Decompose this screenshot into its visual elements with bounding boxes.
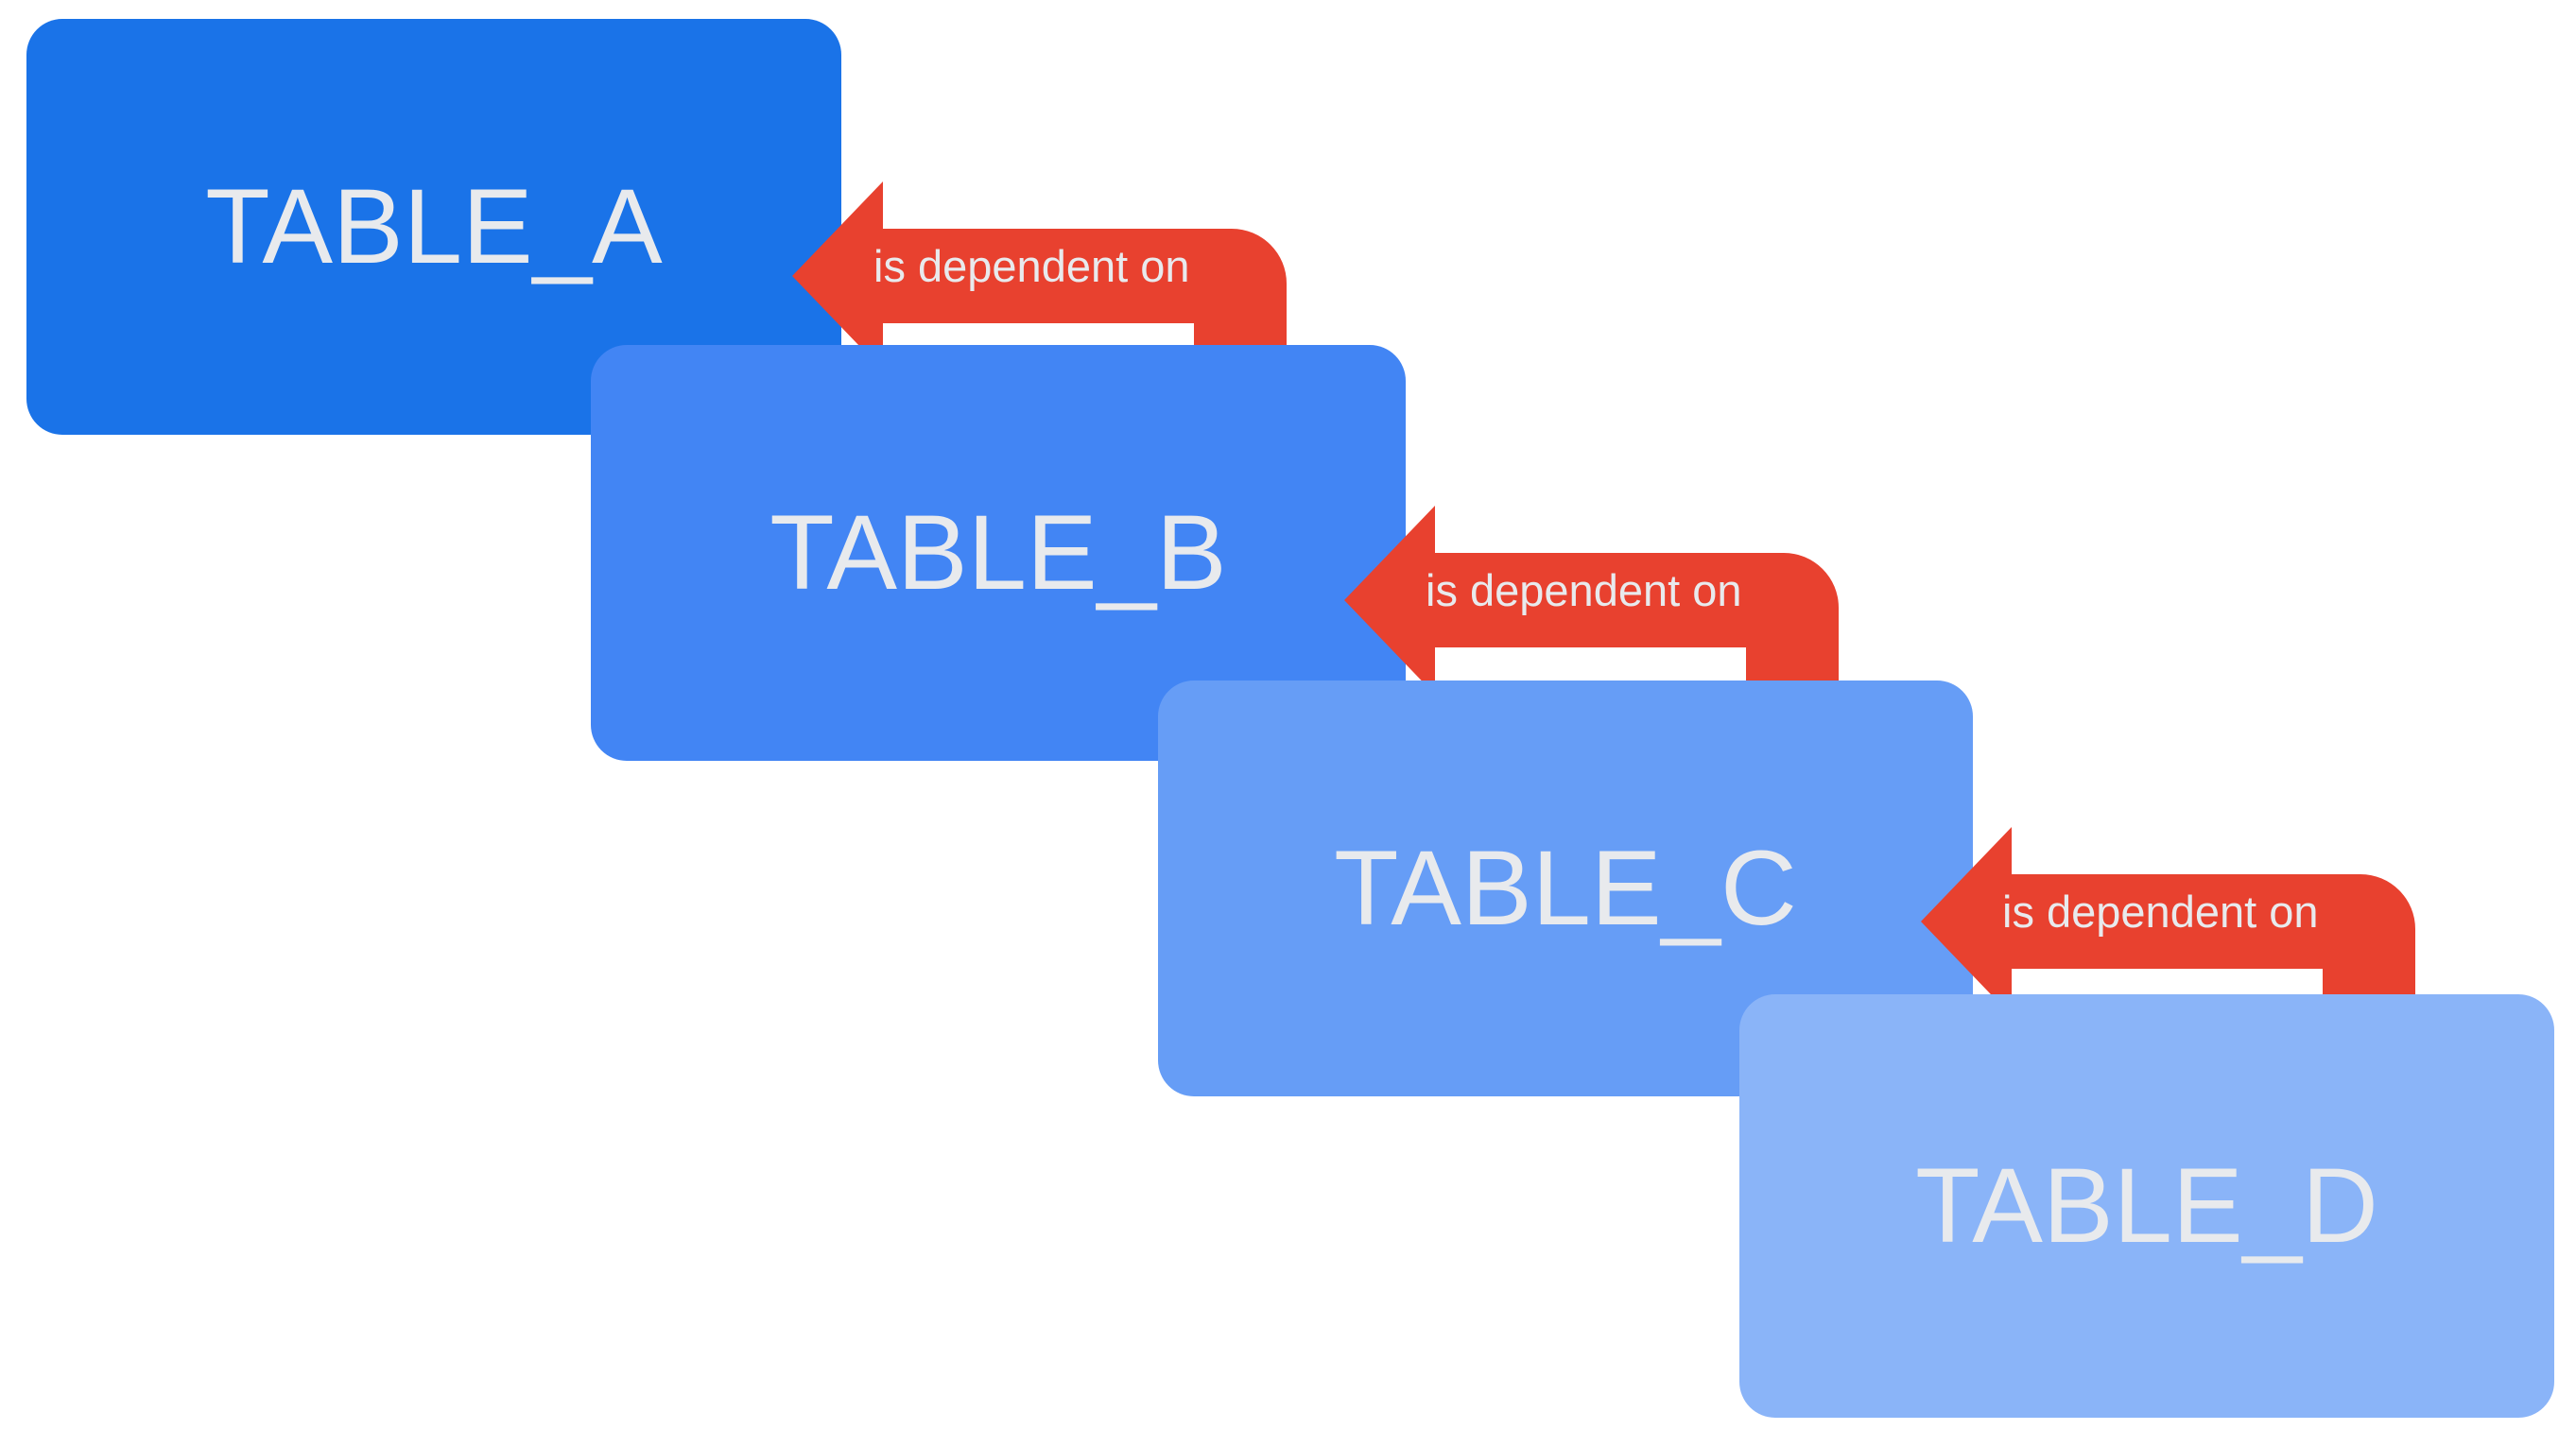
node-label-table-c: TABLE_C bbox=[1334, 829, 1797, 947]
edge-table-c-depends-on-table-b: is dependent on bbox=[1344, 494, 1859, 712]
edge-label-is-dependent-on-1: is dependent on bbox=[873, 241, 1190, 291]
node-label-table-b: TABLE_B bbox=[769, 493, 1227, 612]
edge-label-is-dependent-on-3: is dependent on bbox=[2002, 887, 2319, 937]
node-table-d[interactable]: TABLE_D bbox=[1739, 994, 2554, 1418]
edge-label-is-dependent-on-2: is dependent on bbox=[1426, 565, 1742, 615]
node-label-table-a: TABLE_A bbox=[205, 167, 663, 285]
arrow-elbow-icon bbox=[1344, 506, 1839, 712]
node-table-a[interactable]: TABLE_A bbox=[26, 19, 841, 435]
node-label-table-d: TABLE_D bbox=[1915, 1146, 2378, 1265]
